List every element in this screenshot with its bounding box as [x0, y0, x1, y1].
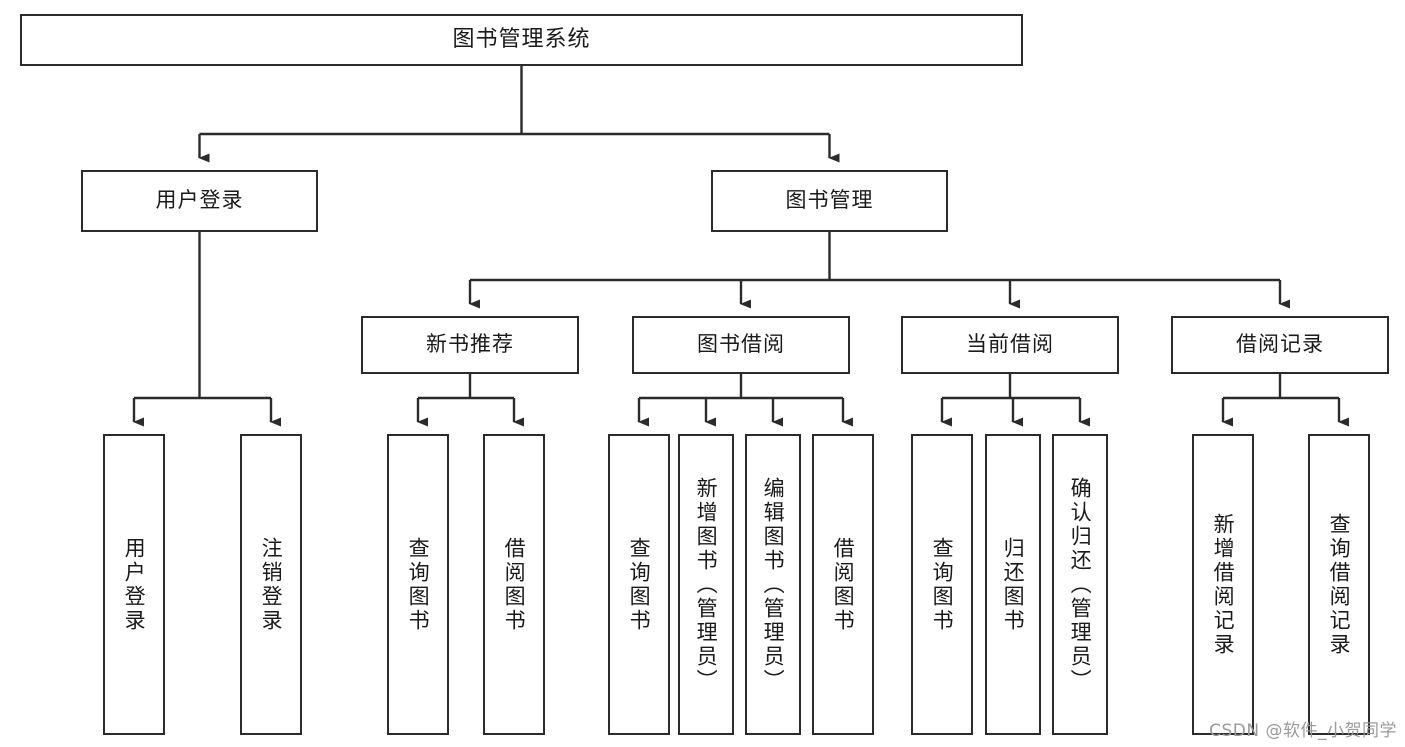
node-leaf-borrow-book-1[interactable]: 借阅图书 [483, 434, 545, 735]
node-leaf-add-book[interactable]: 新增图书（管理员） [678, 434, 734, 735]
node-leaf-query-record[interactable]: 查询借阅记录 [1308, 434, 1370, 735]
node-label: 图书管理 [785, 188, 874, 213]
node-borrow-record[interactable]: 借阅记录 [1171, 316, 1389, 374]
node-label: 归还图书 [1001, 536, 1026, 633]
node-label: 借阅记录 [1236, 332, 1324, 357]
node-current-borrow[interactable]: 当前借阅 [901, 316, 1119, 374]
node-label: 查询图书 [930, 536, 955, 633]
node-label: 借阅图书 [831, 536, 856, 633]
node-leaf-return-book[interactable]: 归还图书 [985, 434, 1041, 735]
node-label: 用户登录 [155, 188, 244, 213]
node-label: 新书推荐 [426, 332, 514, 357]
node-leaf-confirm-return[interactable]: 确认归还（管理员） [1052, 434, 1108, 735]
node-label: 新增借阅记录 [1211, 512, 1236, 657]
node-label: 图书管理系统 [452, 26, 591, 52]
node-label: 编辑图书（管理员） [761, 476, 786, 693]
node-label: 查询图书 [406, 536, 431, 633]
node-label: 查询借阅记录 [1327, 512, 1352, 657]
node-label: 查询图书 [627, 536, 652, 633]
node-label: 注销登录 [259, 536, 284, 633]
node-leaf-query-book-3[interactable]: 查询图书 [911, 434, 973, 735]
watermark-label: CSDN @软件_小贺同学 [1209, 721, 1397, 741]
node-leaf-user-login[interactable]: 用户登录 [103, 434, 165, 735]
node-user-login[interactable]: 用户登录 [81, 170, 318, 232]
node-leaf-borrow-book-2[interactable]: 借阅图书 [812, 434, 874, 735]
node-label: 当前借阅 [966, 332, 1054, 357]
node-leaf-query-book-2[interactable]: 查询图书 [608, 434, 670, 735]
node-label: 借阅图书 [502, 536, 527, 633]
node-book-manage[interactable]: 图书管理 [711, 170, 948, 232]
node-new-book-rec[interactable]: 新书推荐 [361, 316, 579, 374]
node-label: 图书借阅 [697, 332, 785, 357]
node-leaf-edit-book[interactable]: 编辑图书（管理员） [745, 434, 801, 735]
node-label: 确认归还（管理员） [1068, 476, 1093, 693]
node-leaf-user-logout[interactable]: 注销登录 [240, 434, 302, 735]
node-leaf-query-book-1[interactable]: 查询图书 [387, 434, 449, 735]
node-root[interactable]: 图书管理系统 [20, 14, 1023, 66]
node-label: 用户登录 [122, 536, 147, 633]
node-leaf-add-record[interactable]: 新增借阅记录 [1192, 434, 1254, 735]
node-book-borrow[interactable]: 图书借阅 [632, 316, 850, 374]
node-label: 新增图书（管理员） [694, 476, 719, 693]
